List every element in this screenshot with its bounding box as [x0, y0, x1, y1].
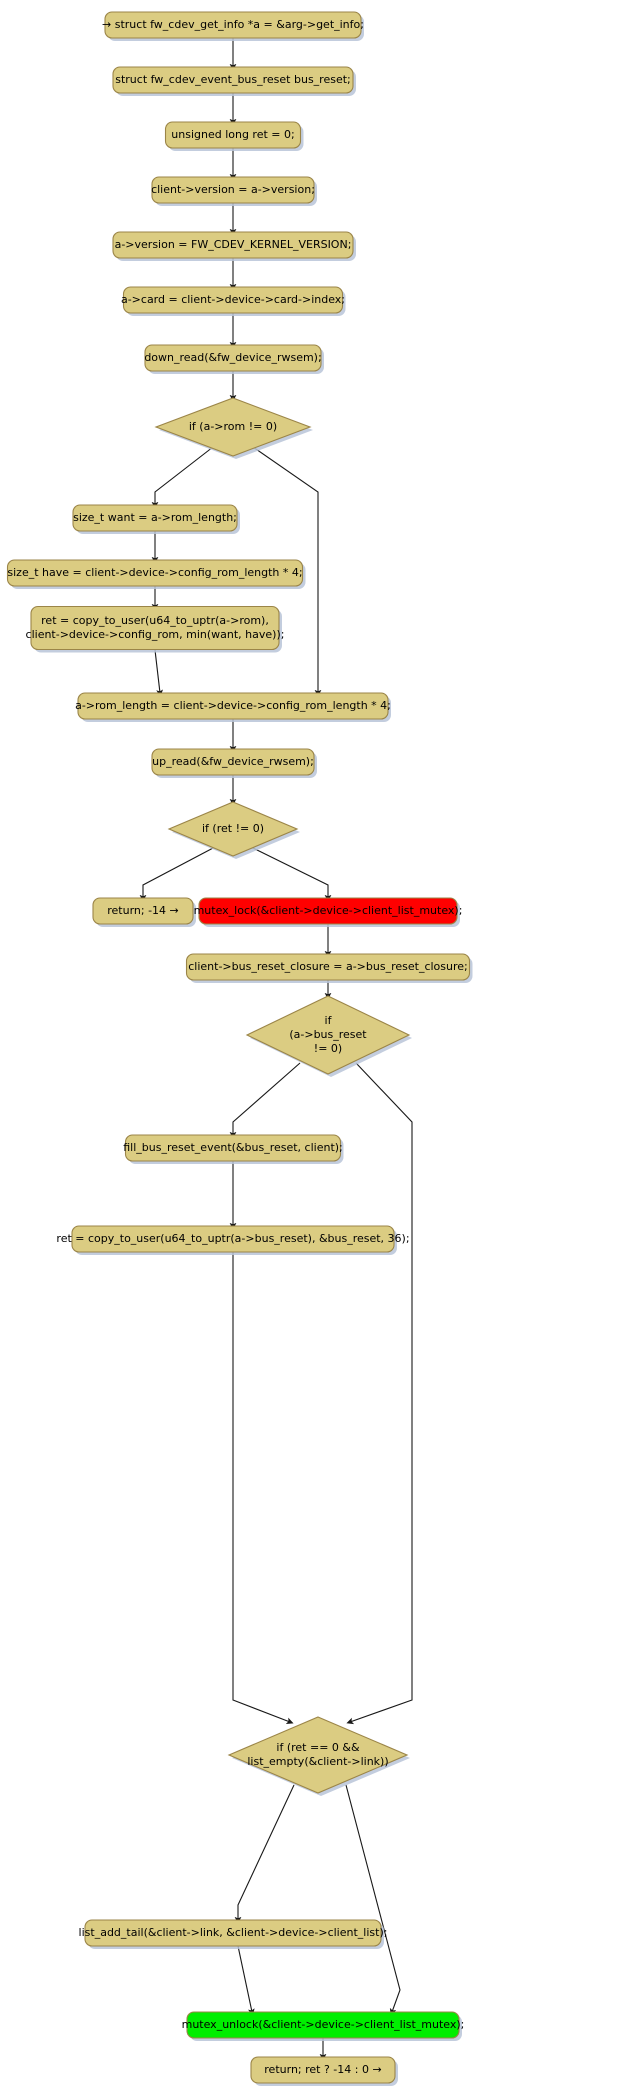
activity-shape	[77, 692, 389, 720]
decision-shape	[245, 995, 411, 1075]
activity-a-rom-length-client-device-config-rom-length-4[interactable]: a->rom_length = client->device->config_r…	[75, 692, 391, 722]
activity-shape	[186, 2011, 460, 2039]
activity-unsigned-long-ret-0[interactable]: unsigned long ret = 0;	[164, 121, 304, 151]
activity-shape	[30, 605, 280, 651]
activity-struct-fw-cdev-event-bus-reset-bus-reset[interactable]: struct fw_cdev_event_bus_reset bus_reset…	[112, 66, 356, 96]
edge-n18-to-n19	[237, 1945, 255, 2016]
activity-shape	[72, 504, 238, 532]
activity-a-version-fw-cdev-kernel-version[interactable]: a->version = FW_CDEV_KERNEL_VERSION;	[112, 231, 356, 261]
activity-struct-fw-cdev-get-info-a-arg-get-info[interactable]: → struct fw_cdev_get_info *a = &arg->get…	[102, 11, 364, 41]
edge-d2-to-n14	[250, 846, 332, 902]
activity-shape	[92, 897, 194, 925]
activity-up-read-fw-device-rwsem[interactable]: up_read(&fw_device_rwsem);	[151, 748, 317, 778]
activity-fill-bus-reset-event-bus-reset-client[interactable]: fill_bus_reset_event(&bus_reset, client)…	[123, 1134, 344, 1164]
activity-shape	[104, 11, 362, 39]
edge-d1-to-n8	[151, 446, 214, 509]
activity-shape	[164, 121, 302, 149]
edge-n17-to-d4	[232, 1252, 294, 1725]
edge-d1-to-n11	[252, 446, 322, 697]
decision-shape	[154, 397, 312, 457]
activity-down-read-fw-device-rwsem[interactable]: down_read(&fw_device_rwsem);	[144, 344, 324, 374]
decision-shape	[167, 801, 299, 857]
activity-client-bus-reset-closure-a-bus-reset-closure[interactable]: client->bus_reset_closure = a->bus_reset…	[185, 953, 473, 983]
activity-shape	[122, 286, 344, 314]
activity-shape	[198, 897, 458, 925]
activity-shape	[250, 2056, 396, 2084]
activity-a-card-client-device-card-index[interactable]: a->card = client->device->card->index;	[121, 286, 346, 316]
activity-shape	[151, 176, 315, 204]
activity-ret-copy-to-user-u64-to-uptr-a-rom-client-devi[interactable]: ret = copy_to_user(u64_to_uptr(a->rom),c…	[26, 605, 285, 653]
activity-shape	[112, 66, 354, 94]
activity-mutex-unlock-client-device-client-list-mutex[interactable]: mutex_unlock(&client->device->client_lis…	[182, 2011, 465, 2041]
activity-shape	[151, 748, 315, 776]
activity-shape	[112, 231, 354, 259]
activity-shape	[6, 559, 304, 587]
edge-d4-to-n19	[345, 1784, 401, 2016]
activity-shape	[124, 1134, 342, 1162]
activity-shape	[185, 953, 471, 981]
decision-if-a-rom-0[interactable]: if (a->rom != 0)	[154, 397, 313, 459]
activity-ret-copy-to-user-u64-to-uptr-a-bus-reset-bus-r[interactable]: ret = copy_to_user(u64_to_uptr(a->bus_re…	[56, 1225, 410, 1255]
activity-return-14[interactable]: return; -14 →	[92, 897, 196, 927]
activity-shape	[84, 1919, 382, 1947]
activity-shape	[144, 344, 322, 372]
activity-client-version-a-version[interactable]: client->version = a->version;	[151, 176, 317, 206]
decision-if-ret-0[interactable]: if (ret != 0)	[167, 801, 300, 859]
activity-size-t-have-client-device-config-rom-length-4[interactable]: size_t have = client->device->config_rom…	[6, 559, 306, 589]
activity-mutex-lock-client-device-client-list-mutex[interactable]: mutex_lock(&client->device->client_list_…	[194, 897, 463, 927]
edge-d4-to-n18	[234, 1784, 295, 1924]
edge-d2-to-n13	[139, 846, 216, 902]
activity-return-ret-14-0[interactable]: return; ret ? -14 : 0 →	[250, 2056, 398, 2086]
decision-if-ret-0-list-empty-client-link[interactable]: if (ret == 0 &&list_empty(&client->link)…	[227, 1716, 410, 1796]
decision-shape	[227, 1716, 409, 1794]
edge-n10-to-n11	[154, 649, 164, 697]
edge-d3-to-n16	[229, 1062, 301, 1139]
activity-shape	[71, 1225, 395, 1253]
activity-size-t-want-a-rom-length[interactable]: size_t want = a->rom_length;	[72, 504, 240, 534]
edge-d3-to-d4	[346, 1062, 413, 1725]
decision-if-a-bus-reset-0[interactable]: if(a->bus_reset!= 0)	[245, 995, 412, 1077]
activity-list-add-tail-client-link-client-device-client[interactable]: list_add_tail(&client->link, &client->de…	[79, 1919, 388, 1949]
